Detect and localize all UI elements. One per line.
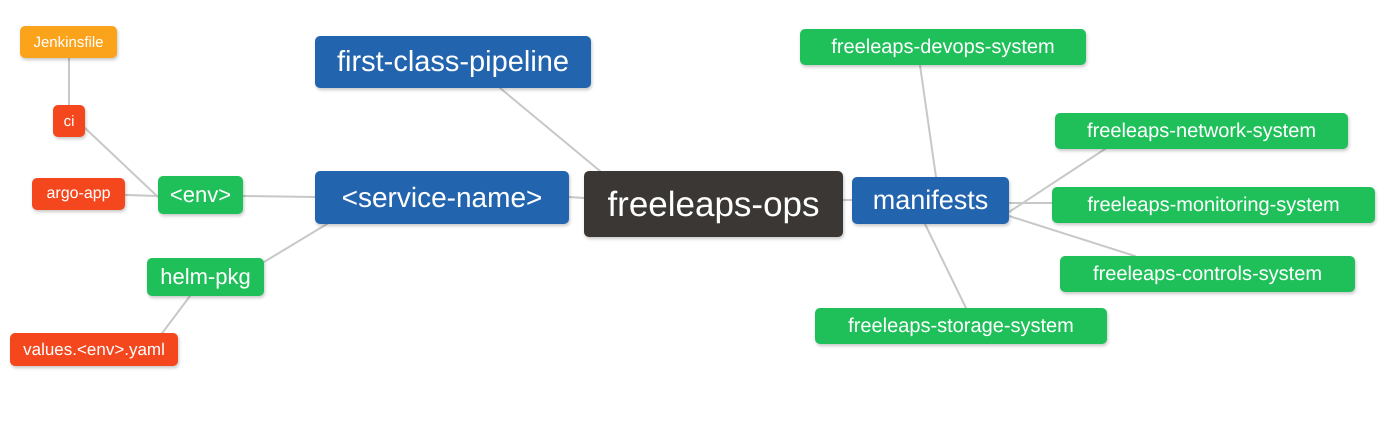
mindmap-node-freeleaps-controls-system[interactable]: freeleaps-controls-system: [1060, 256, 1355, 292]
mindmap-node-argo-app[interactable]: argo-app: [32, 178, 125, 210]
edge-helm-pkg-to-service-name: [263, 223, 328, 263]
node-label-service-name: <service-name>: [341, 181, 543, 213]
edge-env-to-service-name: [242, 195, 316, 198]
node-label-freeleaps-ops: freeleaps-ops: [607, 184, 820, 224]
mindmap-node-freeleaps-devops-system[interactable]: freeleaps-devops-system: [800, 29, 1086, 65]
mindmap-node-jenkinsfile[interactable]: Jenkinsfile: [20, 26, 117, 58]
node-label-values-env-yaml: values.<env>.yaml: [23, 340, 165, 359]
mindmap-node-values-env-yaml[interactable]: values.<env>.yaml: [10, 333, 178, 366]
edge-values-env-yaml-to-helm-pkg: [159, 295, 191, 337]
node-label-freeleaps-controls-system: freeleaps-controls-system: [1093, 263, 1322, 285]
node-label-argo-app: argo-app: [46, 185, 111, 202]
mindmap-node-freeleaps-storage-system[interactable]: freeleaps-storage-system: [815, 308, 1107, 344]
mindmap-node-freeleaps-network-system[interactable]: freeleaps-network-system: [1055, 113, 1348, 149]
mindmap-node-freeleaps-monitoring-system[interactable]: freeleaps-monitoring-system: [1052, 187, 1375, 223]
node-label-freeleaps-monitoring-system: freeleaps-monitoring-system: [1087, 194, 1340, 216]
node-label-first-class-pipeline: first-class-pipeline: [336, 45, 570, 78]
mindmap-node-manifests[interactable]: manifests: [852, 177, 1009, 224]
node-label-manifests: manifests: [872, 185, 989, 215]
mindmap-node-freeleaps-ops[interactable]: freeleaps-ops: [584, 171, 843, 237]
node-label-freeleaps-storage-system: freeleaps-storage-system: [848, 315, 1074, 337]
edge-service-name-to-freeleaps-ops: [568, 196, 585, 199]
edge-manifests-to-freeleaps-storage-system: [924, 223, 967, 309]
edge-first-class-pipeline-to-freeleaps-ops: [499, 87, 601, 172]
node-label-ci: ci: [63, 112, 75, 130]
node-label-freeleaps-devops-system: freeleaps-devops-system: [831, 36, 1055, 58]
mindmap-node-ci[interactable]: ci: [53, 105, 85, 137]
node-label-helm-pkg: helm-pkg: [160, 264, 251, 289]
mindmap-node-env[interactable]: <env>: [158, 176, 243, 214]
mindmap-node-helm-pkg[interactable]: helm-pkg: [147, 258, 264, 296]
mindmap-node-service-name[interactable]: <service-name>: [315, 171, 569, 224]
mindmap-node-first-class-pipeline[interactable]: first-class-pipeline: [315, 36, 591, 88]
node-label-jenkinsfile: Jenkinsfile: [33, 33, 104, 51]
node-label-freeleaps-network-system: freeleaps-network-system: [1087, 120, 1316, 142]
edge-freeleaps-devops-system-to-manifests: [919, 64, 937, 178]
node-label-env: <env>: [169, 182, 232, 207]
edge-argo-app-to-env: [124, 194, 159, 197]
